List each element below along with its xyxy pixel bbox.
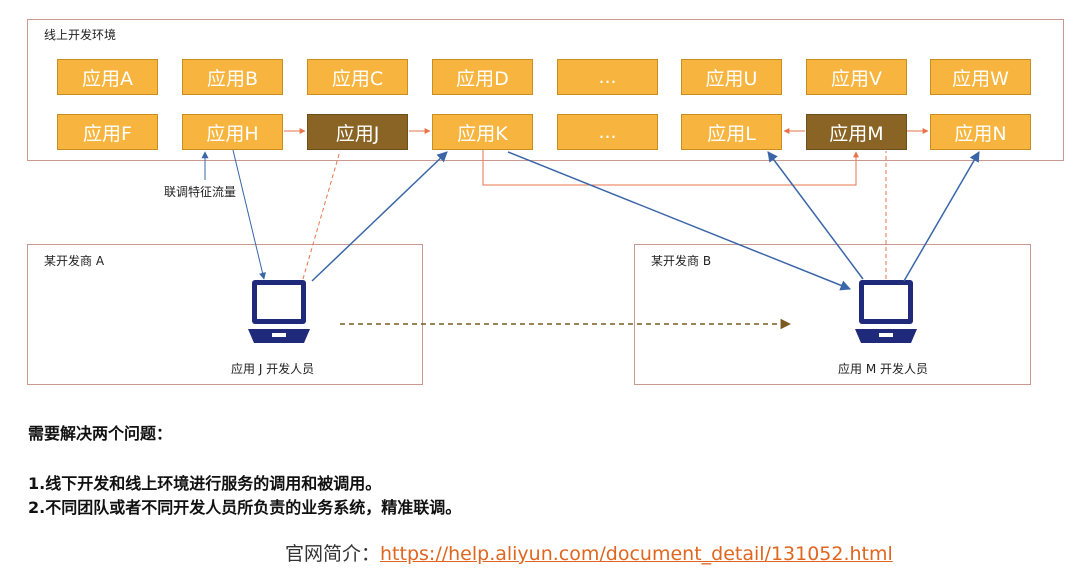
vendor-a-container [27, 244, 423, 385]
app-box: 应用N [930, 114, 1031, 150]
app-box: 应用M [806, 114, 907, 150]
developer-m-label: 应用 M 开发人员 [838, 362, 928, 376]
vendor-b-title: 某开发商 B [651, 254, 712, 268]
problems-title: 需要解决两个问题： [28, 424, 173, 443]
footer-label: 官网简介： [285, 543, 381, 565]
developer-j-label: 应用 J 开发人员 [231, 362, 315, 376]
laptop-icon [855, 280, 917, 343]
app-box: ... [557, 59, 658, 95]
app-box: 应用J [307, 114, 408, 150]
app-box: 应用U [681, 59, 782, 95]
app-box: 应用F [57, 114, 158, 150]
app-box: 应用A [57, 59, 158, 95]
app-box: 应用W [930, 59, 1031, 95]
app-box: 应用C [307, 59, 408, 95]
flow-label: 联调特征流量 [164, 185, 237, 199]
app-box: 应用L [681, 114, 782, 150]
app-box: 应用B [182, 59, 283, 95]
online-env-title: 线上开发环境 [44, 28, 117, 42]
problem-item: 2.不同团队或者不同开发人员所负责的业务系统，精准联调。 [28, 498, 462, 517]
footer: 官网简介：https://help.aliyun.com/document_de… [285, 539, 893, 566]
problem-item: 1.线下开发和线上环境进行服务的调用和被调用。 [28, 474, 382, 493]
app-box: 应用D [432, 59, 533, 95]
official-link[interactable]: https://help.aliyun.com/document_detail/… [380, 543, 893, 565]
app-box: 应用K [432, 114, 533, 150]
app-box: 应用V [806, 59, 907, 95]
app-box: 应用H [182, 114, 283, 150]
laptop-icon [248, 280, 310, 343]
vendor-a-title: 某开发商 A [44, 254, 105, 268]
app-box: ... [557, 114, 658, 150]
